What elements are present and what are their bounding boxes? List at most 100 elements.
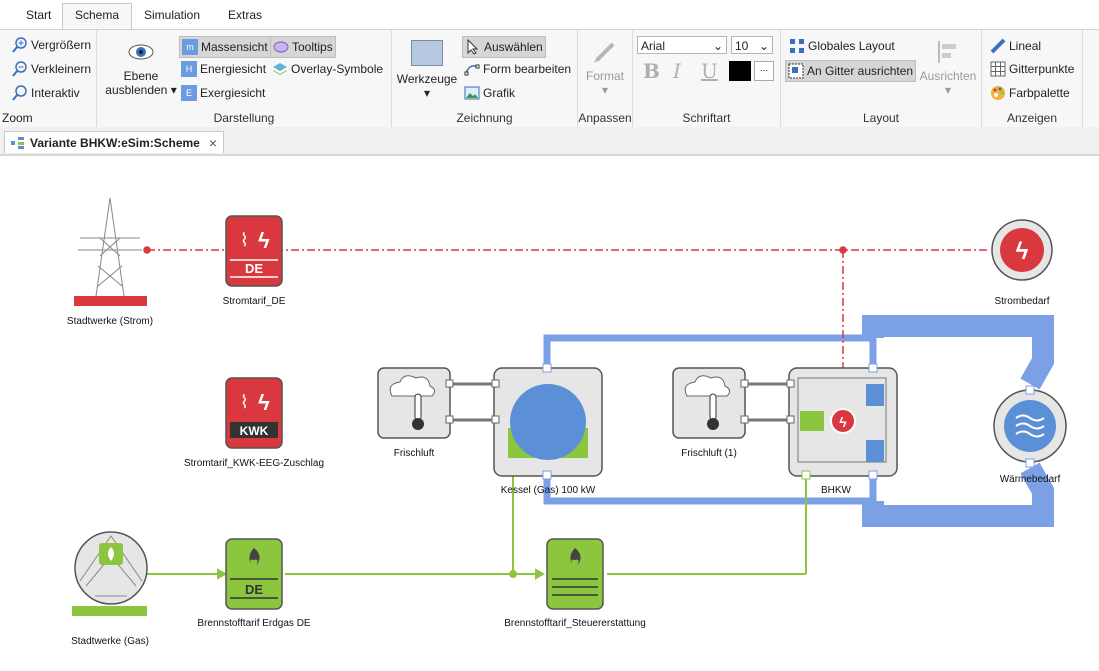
- exergiesicht-icon: E: [181, 85, 197, 101]
- label-steuererstattung: Brennstofftarif_Steuererstattung: [504, 618, 646, 629]
- edit-shape-icon: [464, 64, 480, 76]
- document-tab-bar: Variante BHKW:eSim:Scheme ×: [0, 127, 1099, 156]
- an-gitter-ausrichten-button[interactable]: An Gitter ausrichten: [785, 60, 917, 82]
- label-strombedarf: Strombedarf: [994, 296, 1050, 307]
- gitterpunkte-button[interactable]: Gitterpunkte: [988, 59, 1076, 79]
- underline-button[interactable]: U: [701, 59, 718, 83]
- zoom-out-icon: [12, 61, 27, 77]
- eye-icon: [128, 44, 154, 60]
- image-icon: [464, 86, 480, 100]
- label-stadtwerke-gas: Stadtwerke (Gas): [71, 636, 149, 647]
- svg-text:⌇: ⌇: [240, 230, 249, 250]
- grafik-button[interactable]: Grafik: [462, 83, 517, 103]
- label-kessel: Kessel (Gas) 100 kW: [500, 485, 596, 496]
- grid-icon: [990, 61, 1006, 77]
- svg-text:ϟ: ϟ: [258, 228, 270, 253]
- color-more-button[interactable]: ...: [754, 61, 774, 81]
- svg-text:ϟ: ϟ: [1016, 238, 1029, 265]
- stromtarif-de-node: ⌇ ϟ DE: [225, 215, 283, 287]
- group-zeichnung-label: Zeichnung: [456, 111, 513, 125]
- label-frischluft: Frischluft: [393, 448, 435, 459]
- tooltips-button[interactable]: Tooltips: [270, 36, 336, 58]
- scheme-icon: [11, 136, 24, 149]
- stadtwerke-strom-icon: [78, 197, 142, 297]
- label-brennstofftarif: Brennstofftarif Erdgas DE: [197, 618, 311, 629]
- ribbon-tabs: Start Schema Simulation Extras: [0, 0, 1099, 30]
- font-family-select[interactable]: Arial ⌄: [637, 36, 727, 54]
- align-icon: [938, 41, 956, 63]
- group-layout-label: Layout: [862, 111, 900, 125]
- group-schriftart-label: Schriftart: [682, 111, 731, 125]
- tab-start[interactable]: Start: [26, 8, 52, 22]
- group-zoom: Vergrößern Verkleinern Interaktiv Zoom: [0, 30, 97, 127]
- frischluft-node: [377, 367, 454, 439]
- diagram-canvas[interactable]: ⌇ ϟ DE ⌇ ϟ KWK ϟ: [0, 156, 1099, 671]
- dropdown-arrow-icon: ▾: [944, 83, 952, 97]
- tab-extras[interactable]: Extras: [228, 8, 263, 22]
- massensicht-button[interactable]: m Massensicht: [179, 36, 271, 58]
- massensicht-icon: m: [182, 39, 198, 55]
- shape-tool-icon: [411, 40, 443, 66]
- farbpalette-button[interactable]: Farbpalette: [988, 83, 1072, 103]
- tooltip-icon: [273, 41, 289, 53]
- group-darstellung-label: Darstellung: [213, 111, 275, 125]
- label-bhkw: BHKW: [821, 485, 851, 496]
- format-button[interactable]: Format ▾: [580, 38, 630, 97]
- close-icon[interactable]: ×: [208, 134, 218, 151]
- ruler-icon: [990, 38, 1006, 54]
- kessel-node: [491, 363, 603, 480]
- label-frischluft1: Frischluft (1): [681, 448, 737, 459]
- group-anzeigen-label: Anzeigen: [1006, 111, 1058, 125]
- strombedarf-node: ϟ: [991, 219, 1053, 281]
- lineal-button[interactable]: Lineal: [988, 36, 1043, 56]
- overlay-symbole-button[interactable]: Overlay-Symbole: [270, 59, 385, 79]
- auswaehlen-button[interactable]: Auswählen: [462, 36, 546, 58]
- chevron-down-icon: ⌄: [712, 39, 723, 53]
- tab-simulation[interactable]: Simulation: [144, 8, 201, 22]
- badge-de-gas: DE: [245, 582, 263, 597]
- globales-layout-button[interactable]: Globales Layout: [787, 36, 897, 56]
- document-tab[interactable]: Variante BHKW:eSim:Scheme ×: [4, 131, 225, 153]
- label-stadtwerke-strom: Stadtwerke (Strom): [66, 316, 154, 327]
- werkzeuge-button[interactable]: Werkzeuge ▾: [396, 40, 458, 100]
- air-lines: [453, 382, 793, 422]
- layout-icon: [790, 39, 804, 53]
- dropdown-arrow-icon: ▾: [423, 86, 431, 100]
- svg-text:ϟ: ϟ: [258, 390, 270, 415]
- group-zoom-label: Zoom: [2, 111, 33, 125]
- zoom-in-button[interactable]: Vergrößern: [10, 35, 93, 55]
- color-swatch[interactable]: [729, 61, 751, 81]
- ausrichten-button[interactable]: Ausrichten ▾: [917, 38, 979, 97]
- group-zeichnung: Werkzeuge ▾ Auswählen Form bearbeiten Gr…: [392, 30, 578, 127]
- snap-grid-icon: [788, 63, 804, 79]
- group-layout: Globales Layout An Gitter ausrichten Aus…: [781, 30, 982, 127]
- font-size-select[interactable]: 10 ⌄: [731, 36, 773, 54]
- tab-schema[interactable]: Schema: [62, 3, 133, 30]
- label-stromtarif-de: Stromtarif_DE: [222, 296, 286, 307]
- badge-kwk: KWK: [240, 424, 269, 438]
- ebene-ausblenden-button[interactable]: Ebene ausblenden ▾: [105, 38, 177, 97]
- form-bearbeiten-button[interactable]: Form bearbeiten: [462, 59, 573, 79]
- bold-button[interactable]: B: [643, 59, 660, 83]
- zoom-in-icon: [12, 37, 27, 53]
- chevron-down-icon: ⌄: [758, 39, 769, 53]
- zoom-interactive-button[interactable]: Interaktiv: [10, 83, 82, 103]
- zoom-out-button[interactable]: Verkleinern: [10, 59, 93, 79]
- group-anpassen-label: Anpassen: [578, 111, 632, 125]
- italic-button[interactable]: I: [673, 59, 681, 83]
- badge-de: DE: [245, 261, 263, 276]
- magnifier-icon: [12, 85, 27, 101]
- waermebedarf-node: [993, 385, 1067, 468]
- layers-icon: [273, 63, 287, 75]
- stadtwerke-strom-base: [74, 296, 147, 306]
- exergiesicht-button[interactable]: E Exergiesicht: [179, 83, 267, 103]
- gas-lines: [147, 471, 807, 580]
- heat-pipes: [543, 315, 1054, 527]
- palette-icon: [991, 86, 1005, 100]
- label-waermebedarf: Wärmebedarf: [999, 474, 1061, 485]
- dropdown-arrow-icon: ▾: [170, 83, 177, 97]
- energiesicht-icon: H: [181, 61, 197, 77]
- frischluft1-node: [672, 367, 749, 439]
- stromtarif-kwk-node: ⌇ ϟ KWK: [225, 377, 283, 449]
- energiesicht-button[interactable]: H Energiesicht: [179, 59, 268, 79]
